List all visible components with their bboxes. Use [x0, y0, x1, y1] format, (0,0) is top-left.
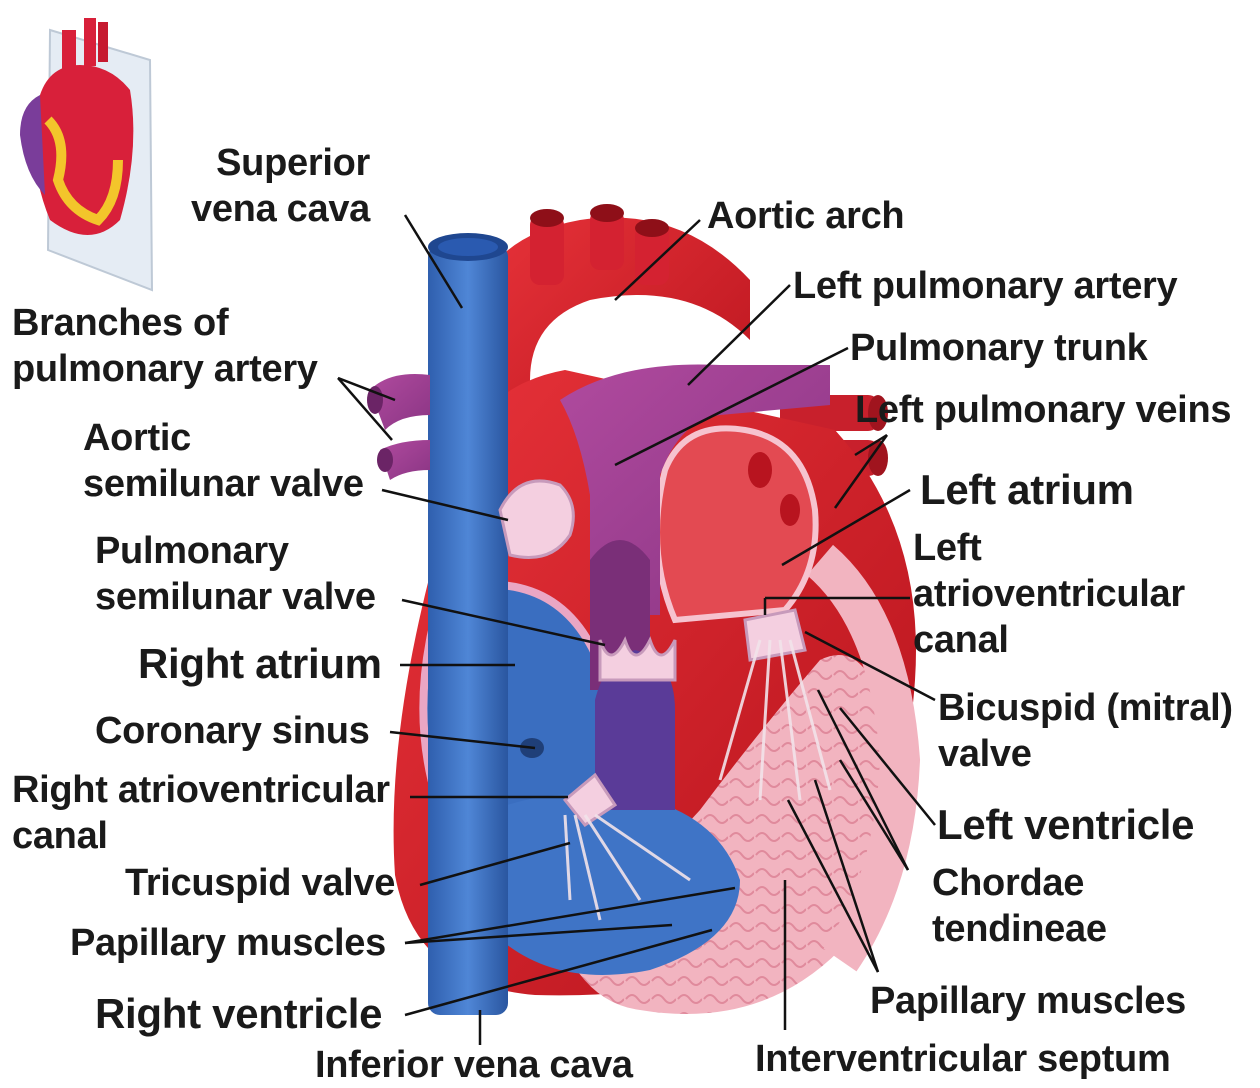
label-pulmonary-semilunar-line1: Pulmonary: [95, 528, 376, 574]
label-interventricular-septum: Interventricular septum: [755, 1036, 1170, 1082]
label-pulmonary-trunk: Pulmonary trunk: [850, 325, 1147, 371]
label-left-pulmonary-artery: Left pulmonary artery: [793, 263, 1177, 309]
label-left-av-line3: canal: [913, 617, 1185, 663]
label-aortic-semilunar-line2: semilunar valve: [83, 461, 364, 507]
label-aortic-semilunar-line1: Aortic: [83, 415, 364, 461]
label-bicuspid-valve: Bicuspid (mitral) valve: [938, 685, 1233, 777]
thumbnail-heart: [20, 18, 152, 290]
label-coronary-sinus: Coronary sinus: [95, 708, 370, 754]
label-superior-vena-cava-line1: Superior: [190, 140, 370, 186]
pulmonary-branches: [367, 374, 430, 480]
label-superior-vena-cava: Superior vena cava: [190, 140, 370, 232]
label-left-av-line2: atrioventricular: [913, 571, 1185, 617]
label-superior-vena-cava-line2: vena cava: [190, 186, 370, 232]
label-pulmonary-semilunar-valve: Pulmonary semilunar valve: [95, 528, 376, 620]
label-chordae-line1: Chordae: [932, 860, 1107, 906]
label-right-av-canal: Right atrioventricular canal: [12, 767, 390, 859]
label-papillary-muscles-left: Papillary muscles: [870, 978, 1186, 1024]
label-tricuspid-valve: Tricuspid valve: [125, 860, 395, 906]
label-branches-of-pulmonary-artery: Branches of pulmonary artery: [12, 300, 318, 392]
label-left-av-line1: Left: [913, 525, 1185, 571]
label-chordae-line2: tendineae: [932, 906, 1107, 952]
vena-cava: [428, 233, 508, 1015]
label-inferior-vena-cava: Inferior vena cava: [315, 1042, 633, 1088]
label-branches-line2: pulmonary artery: [12, 346, 318, 392]
label-aortic-arch: Aortic arch: [707, 193, 904, 239]
label-pulmonary-semilunar-line2: semilunar valve: [95, 574, 376, 620]
label-right-av-line1: Right atrioventricular: [12, 767, 390, 813]
label-chordae-tendineae: Chordae tendineae: [932, 860, 1107, 952]
label-branches-line1: Branches of: [12, 300, 318, 346]
label-aortic-semilunar-valve: Aortic semilunar valve: [83, 415, 364, 507]
label-right-ventricle: Right ventricle: [95, 990, 382, 1038]
label-left-av-canal: Left atrioventricular canal: [913, 525, 1185, 663]
label-left-ventricle: Left ventricle: [937, 801, 1194, 849]
label-left-atrium: Left atrium: [920, 466, 1134, 514]
label-right-av-line2: canal: [12, 813, 390, 859]
label-papillary-muscles-right: Papillary muscles: [70, 920, 386, 966]
label-left-pulmonary-veins: Left pulmonary veins: [855, 387, 1231, 433]
label-bicuspid-line2: valve: [938, 731, 1233, 777]
label-bicuspid-line1: Bicuspid (mitral): [938, 685, 1233, 731]
label-right-atrium: Right atrium: [138, 640, 382, 688]
